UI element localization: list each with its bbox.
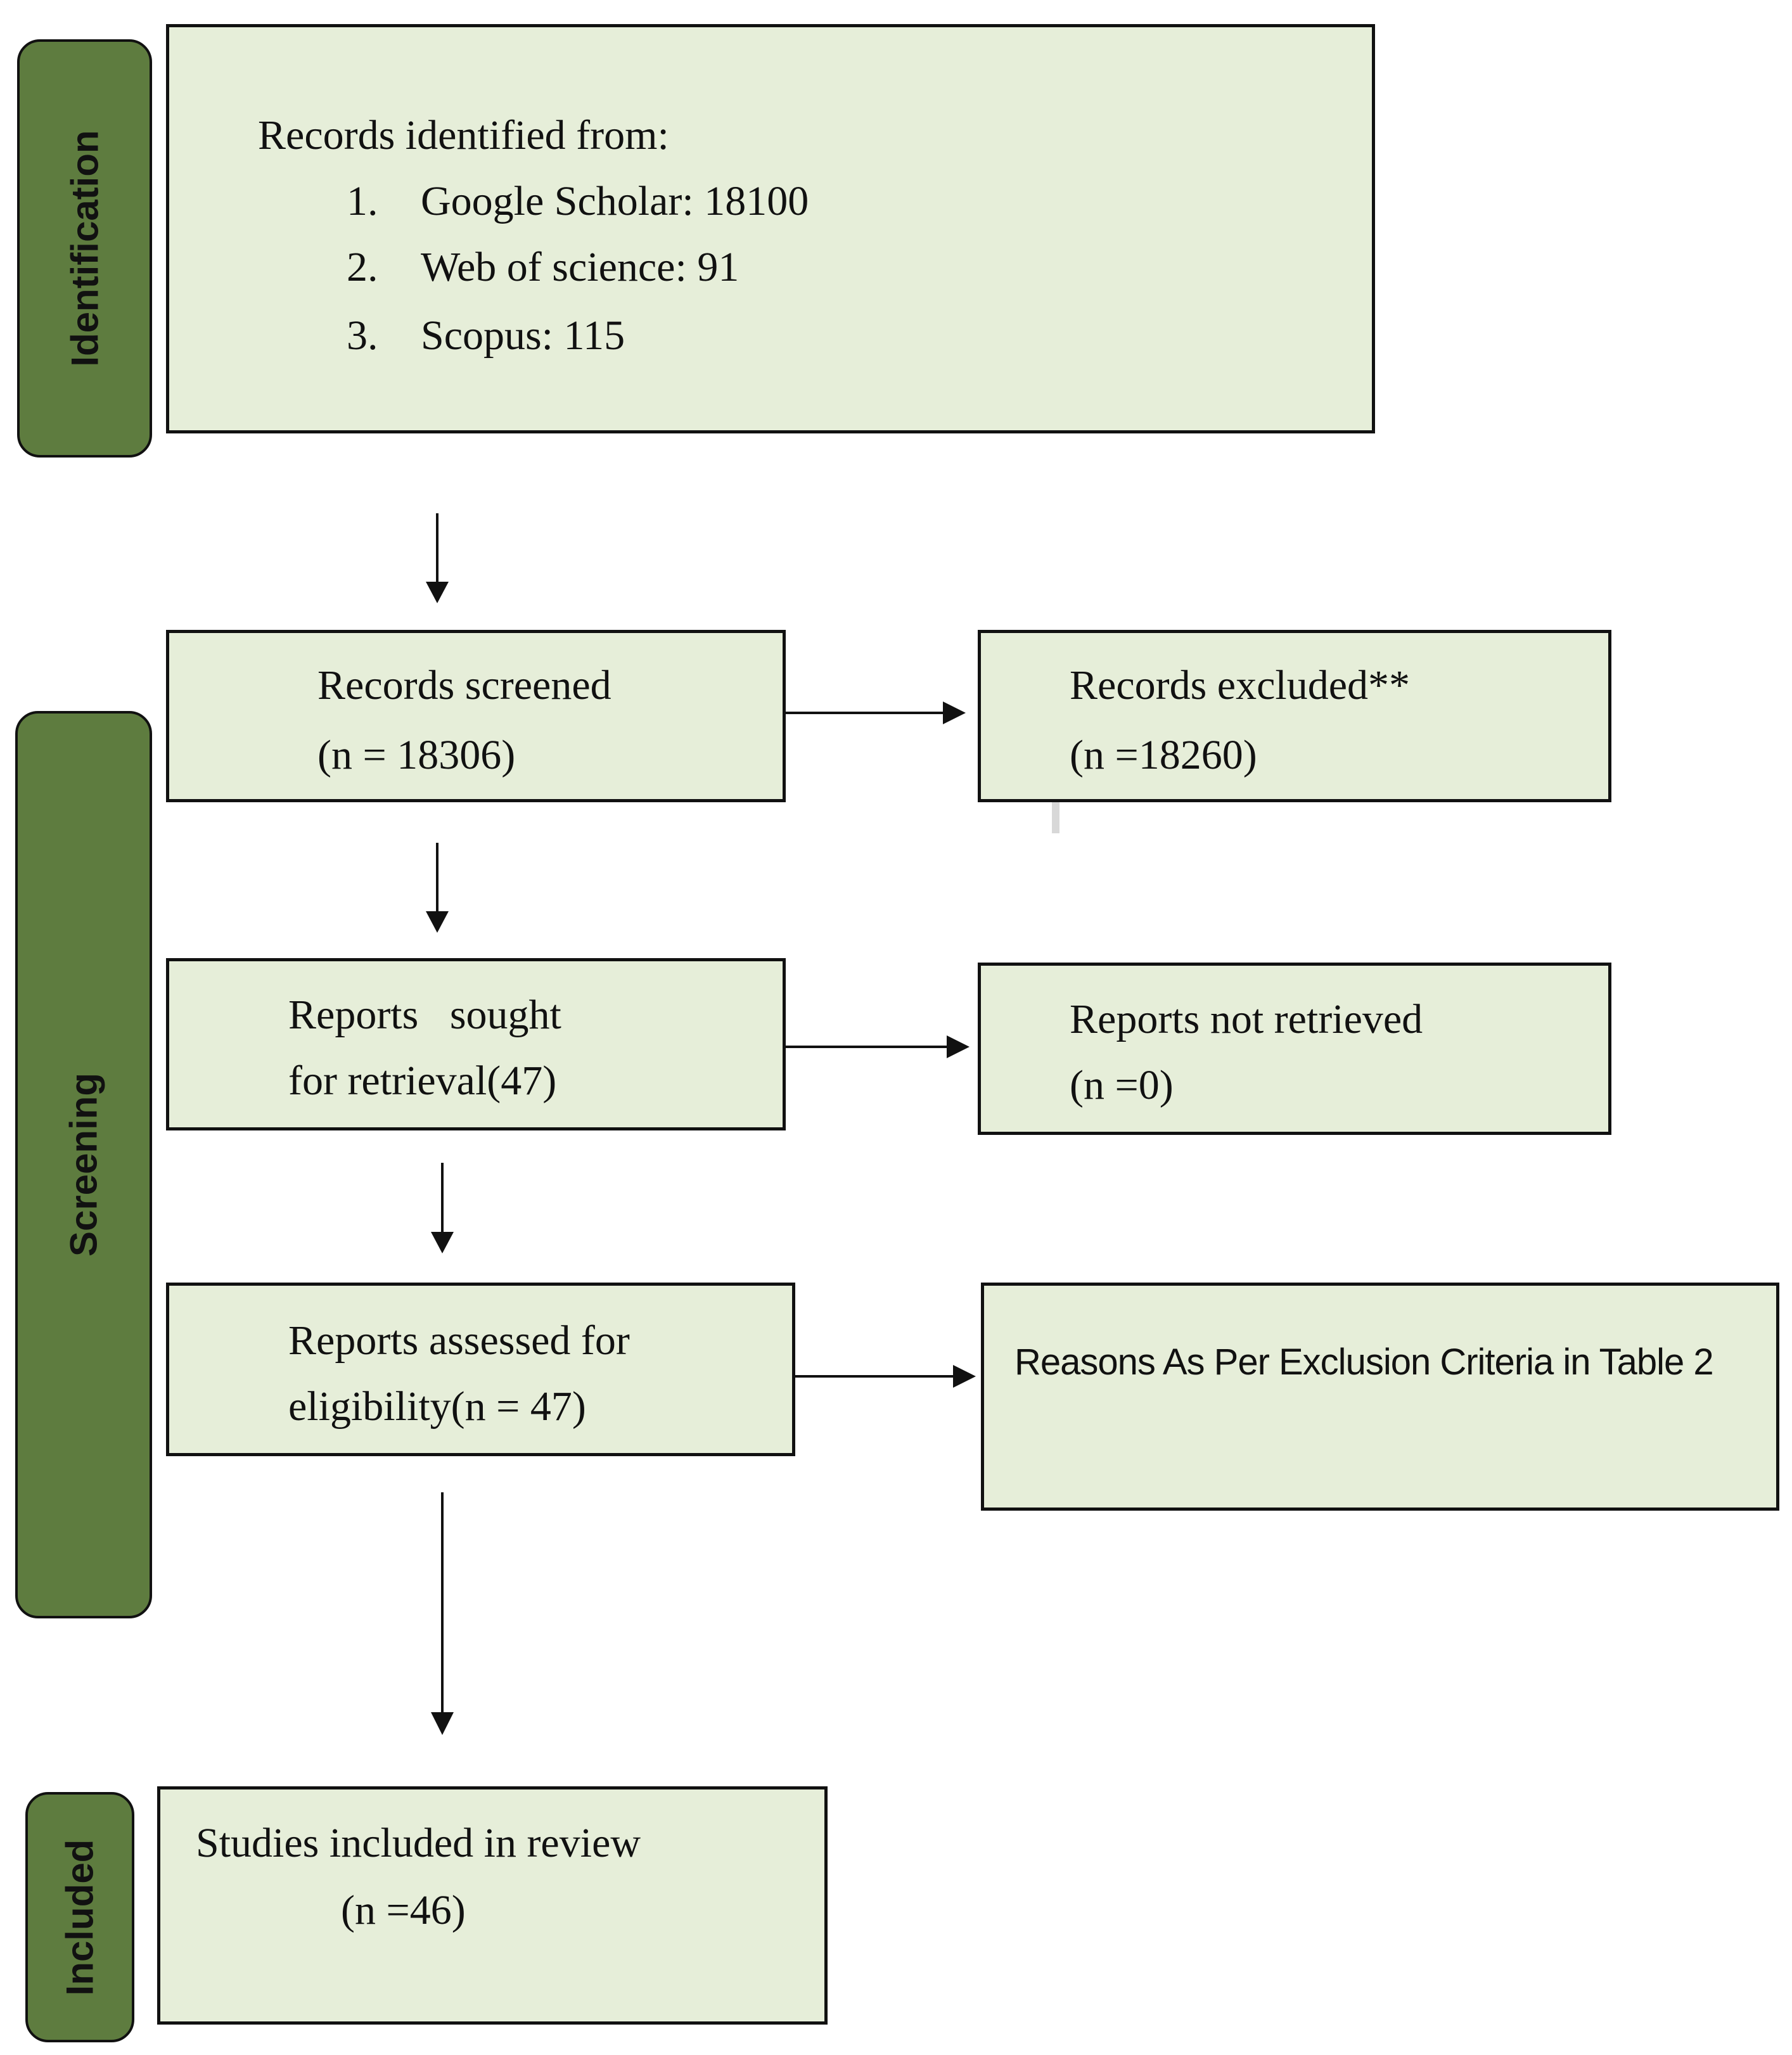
exclusion-reasons-text: Reasons As Per Exclusion Criteria in Tab…	[1014, 1341, 1714, 1383]
arrow-sought-to-assessed	[431, 1163, 454, 1253]
reports-sought-label: Reports sought	[288, 992, 561, 1038]
records-excluded-box: Records excluded** (n =18260)	[978, 630, 1611, 802]
reports-sought-box: Reports sought for retrieval(47)	[166, 958, 786, 1130]
records-screened-count: (n = 18306)	[317, 732, 516, 778]
stage-identification-label: Identification	[63, 130, 106, 367]
stage-screening: Screening	[15, 711, 152, 1618]
reports-assessed-box: Reports assessed for eligibility(n = 47)	[166, 1283, 795, 1456]
stage-screening-label: Screening	[62, 1072, 105, 1257]
studies-included-count: (n =46)	[341, 1887, 466, 1933]
exclusion-reasons-box: Reasons As Per Exclusion Criteria in Tab…	[981, 1283, 1779, 1511]
records-screened-label: Records screened	[317, 662, 611, 708]
arrow-identified-to-screened	[426, 513, 449, 603]
records-screened-box: Records screened (n = 18306)	[166, 630, 786, 802]
records-excluded-label: Records excluded**	[1070, 662, 1410, 708]
reports-not-retrieved-count: (n =0)	[1070, 1062, 1174, 1108]
source-scopus: Scopus: 115	[421, 312, 625, 359]
reports-assessed-label: Reports assessed for	[288, 1317, 630, 1364]
records-identified-heading: Records identified from:	[258, 112, 669, 158]
studies-included-box: Studies included in review (n =46)	[157, 1786, 828, 2025]
reports-assessed-count: eligibility(n = 47)	[288, 1383, 586, 1430]
arrow-assessed-to-reasons	[793, 1365, 976, 1388]
arrow-screened-to-sought	[426, 843, 449, 933]
arrow-assessed-to-included	[431, 1492, 454, 1735]
stage-identification: Identification	[17, 39, 152, 458]
records-identified-box: Records identified from: 1. Google Schol…	[166, 24, 1375, 433]
arrow-screened-to-excluded	[786, 701, 966, 724]
stage-included: Included	[25, 1792, 134, 2042]
reports-sought-count: for retrieval(47)	[288, 1058, 557, 1104]
arrow-sought-to-not-retrieved	[786, 1035, 970, 1058]
source-web-of-science: Web of science: 91	[421, 244, 739, 290]
records-excluded-count: (n =18260)	[1070, 732, 1257, 778]
source-number: 1.	[347, 178, 378, 224]
studies-included-label: Studies included in review	[196, 1820, 641, 1866]
source-google-scholar: Google Scholar: 18100	[421, 178, 809, 224]
reports-not-retrieved-box: Reports not retrieved (n =0)	[978, 963, 1611, 1135]
stage-included-label: Included	[58, 1839, 101, 1995]
source-number: 2.	[347, 244, 378, 290]
source-number: 3.	[347, 312, 378, 359]
reports-not-retrieved-label: Reports not retrieved	[1070, 996, 1423, 1042]
